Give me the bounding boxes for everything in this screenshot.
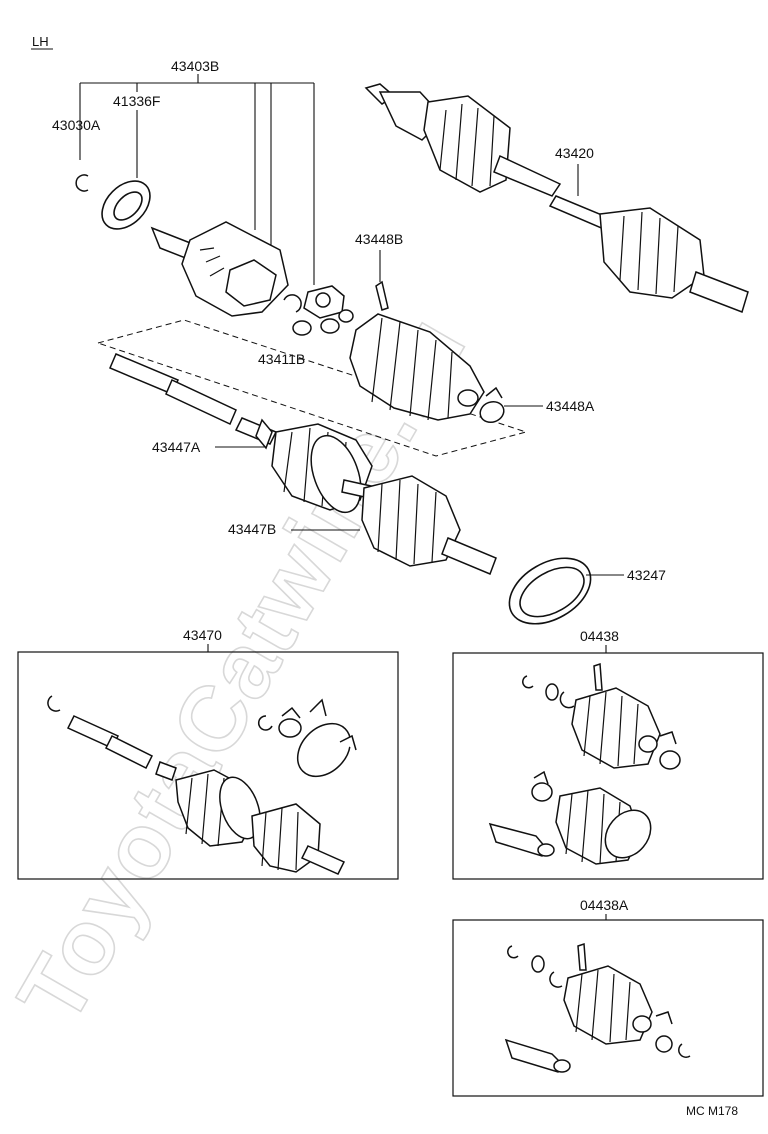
label-43030A: 43030A [52, 117, 101, 133]
washer-41336F [101, 180, 151, 230]
kit-box-43470 [17, 651, 399, 880]
label-41336F: 41336F [113, 93, 160, 109]
tripod-joint [283, 285, 354, 336]
kit-box-04438A [452, 919, 764, 1097]
label-43247: 43247 [627, 567, 666, 583]
snap-ring-43030A [75, 174, 89, 192]
drive-shaft-43420 [364, 83, 749, 313]
label-43447A: 43447A [152, 439, 201, 455]
label-04438: 04438 [580, 628, 619, 644]
outboard-housing [150, 221, 289, 317]
boot-kit-04438 [488, 662, 681, 865]
boot-43448B [349, 280, 485, 421]
kit-box-04438 [452, 652, 764, 880]
label-43411B: 43411B [258, 351, 305, 367]
label-43470: 43470 [183, 627, 222, 643]
boot-kit-04438A [504, 942, 691, 1073]
drawing-code: MC M178 [686, 1104, 738, 1118]
label-43447B: 43447B [228, 521, 276, 537]
label-04438A: 04438A [580, 897, 629, 913]
label-43448A: 43448A [546, 398, 595, 414]
dust-seal-43247 [508, 557, 592, 625]
side-label: LH [32, 34, 49, 49]
boot-group-frame [96, 319, 528, 457]
label-43448B: 43448B [355, 231, 403, 247]
snap-ring-43411B [283, 294, 302, 313]
drive-shaft-assembly-43470 [47, 695, 357, 875]
label-43403B: 43403B [171, 58, 219, 74]
inner-shaft-assembly [109, 353, 497, 575]
clamp-43448A [479, 386, 505, 424]
label-43420: 43420 [555, 145, 594, 161]
